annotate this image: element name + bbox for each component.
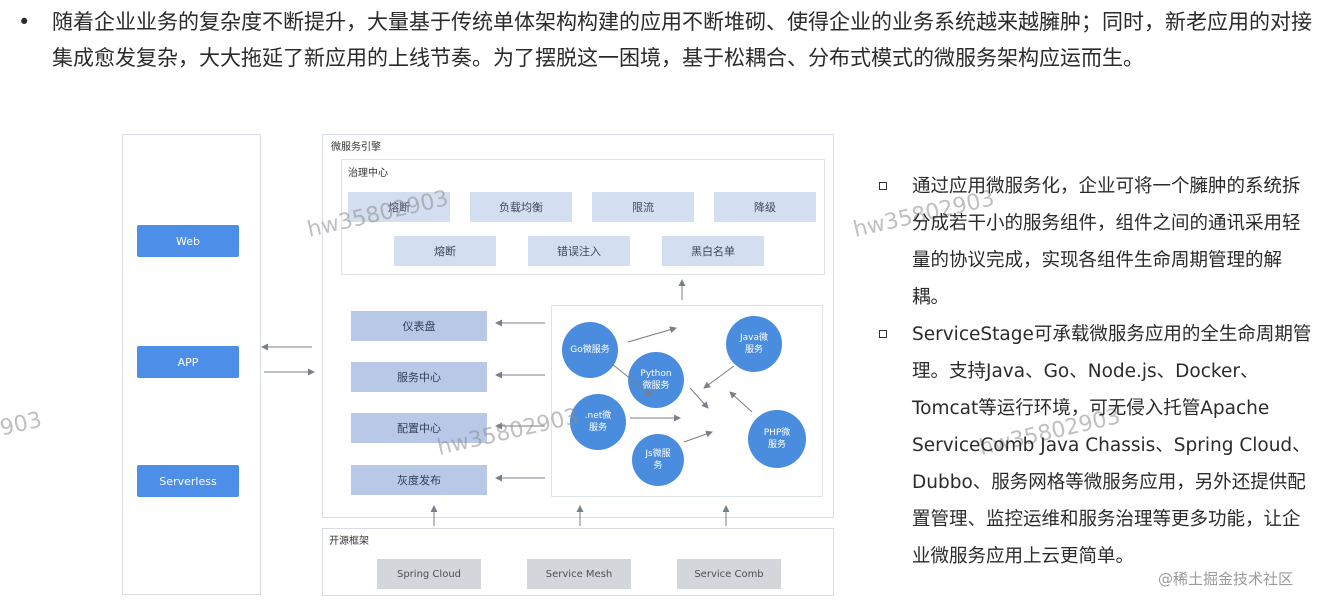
node-php: PHP微 服务 bbox=[748, 410, 806, 468]
right-point-text: 通过应用微服务化，企业可将一个臃肿的系统拆分成若干小的服务组件，组件之间的通讯采… bbox=[912, 176, 1301, 308]
service-gray-release: 灰度发布 bbox=[351, 465, 487, 495]
intro-paragraph: • 随着企业业务的复杂度不断提升，大量基于传统单体架构构建的应用不断堆砌、使得企… bbox=[18, 4, 1318, 76]
node-dotnet: .net微 服务 bbox=[570, 394, 626, 450]
client-panel: Web APP Serverless bbox=[122, 134, 261, 595]
right-point: 通过应用微服务化，企业可将一个臃肿的系统拆分成若干小的服务组件，组件之间的通讯采… bbox=[876, 168, 1312, 316]
oss-spring-cloud: Spring Cloud bbox=[377, 559, 481, 589]
gov-item: 负载均衡 bbox=[470, 192, 572, 222]
right-point-text: ServiceStage可承载微服务应用的全生命周期管理。支持Java、Go、N… bbox=[912, 324, 1312, 567]
footer-watermark: @稀土掘金技术社区 bbox=[1158, 570, 1294, 588]
client-web: Web bbox=[137, 225, 239, 257]
gov-item: 熔断 bbox=[348, 192, 450, 222]
gov-item: 熔断 bbox=[394, 236, 496, 266]
client-serverless: Serverless bbox=[137, 465, 239, 497]
microservices-box: Go微服务 Python 微服务 Java微 服务 .net微 服务 Js微服 … bbox=[551, 305, 823, 497]
square-bullet-icon bbox=[879, 330, 887, 338]
bullet-icon: • bbox=[18, 10, 31, 34]
intro-text: 随着企业业务的复杂度不断提升，大量基于传统单体架构构建的应用不断堆砌、使得企业的… bbox=[52, 10, 1312, 70]
gov-item: 限流 bbox=[592, 192, 694, 222]
right-text: 通过应用微服务化，企业可将一个臃肿的系统拆分成若干小的服务组件，组件之间的通讯采… bbox=[876, 168, 1312, 575]
watermark: 903 bbox=[0, 407, 45, 442]
open-source-framework: 开源框架 Spring Cloud Service Mesh Service C… bbox=[322, 528, 834, 596]
oss-title: 开源框架 bbox=[329, 536, 369, 547]
governance-center: 治理中心 熔断 负载均衡 限流 降级 熔断 错误注入 黑白名单 bbox=[341, 159, 825, 275]
gov-item: 黑白名单 bbox=[662, 236, 764, 266]
right-point: ServiceStage可承载微服务应用的全生命周期管理。支持Java、Go、N… bbox=[876, 316, 1312, 575]
node-java: Java微 服务 bbox=[726, 316, 782, 372]
square-bullet-icon bbox=[879, 182, 887, 190]
gov-item: 错误注入 bbox=[528, 236, 630, 266]
service-dashboard: 仪表盘 bbox=[351, 311, 487, 341]
microservice-engine: 微服务引擎 治理中心 熔断 负载均衡 限流 降级 熔断 错误注入 黑白名单 仪表… bbox=[322, 134, 834, 518]
oss-service-comb: Service Comb bbox=[677, 559, 781, 589]
gov-item: 降级 bbox=[714, 192, 816, 222]
service-config: 配置中心 bbox=[351, 413, 487, 443]
node-python: Python 微服务 bbox=[628, 352, 684, 408]
node-js: Js微服 务 bbox=[632, 434, 684, 486]
client-app: APP bbox=[137, 346, 239, 378]
engine-title: 微服务引擎 bbox=[331, 142, 381, 153]
service-center: 服务中心 bbox=[351, 362, 487, 392]
oss-service-mesh: Service Mesh bbox=[527, 559, 631, 589]
governance-title: 治理中心 bbox=[348, 168, 388, 179]
node-go: Go微服务 bbox=[562, 322, 618, 378]
